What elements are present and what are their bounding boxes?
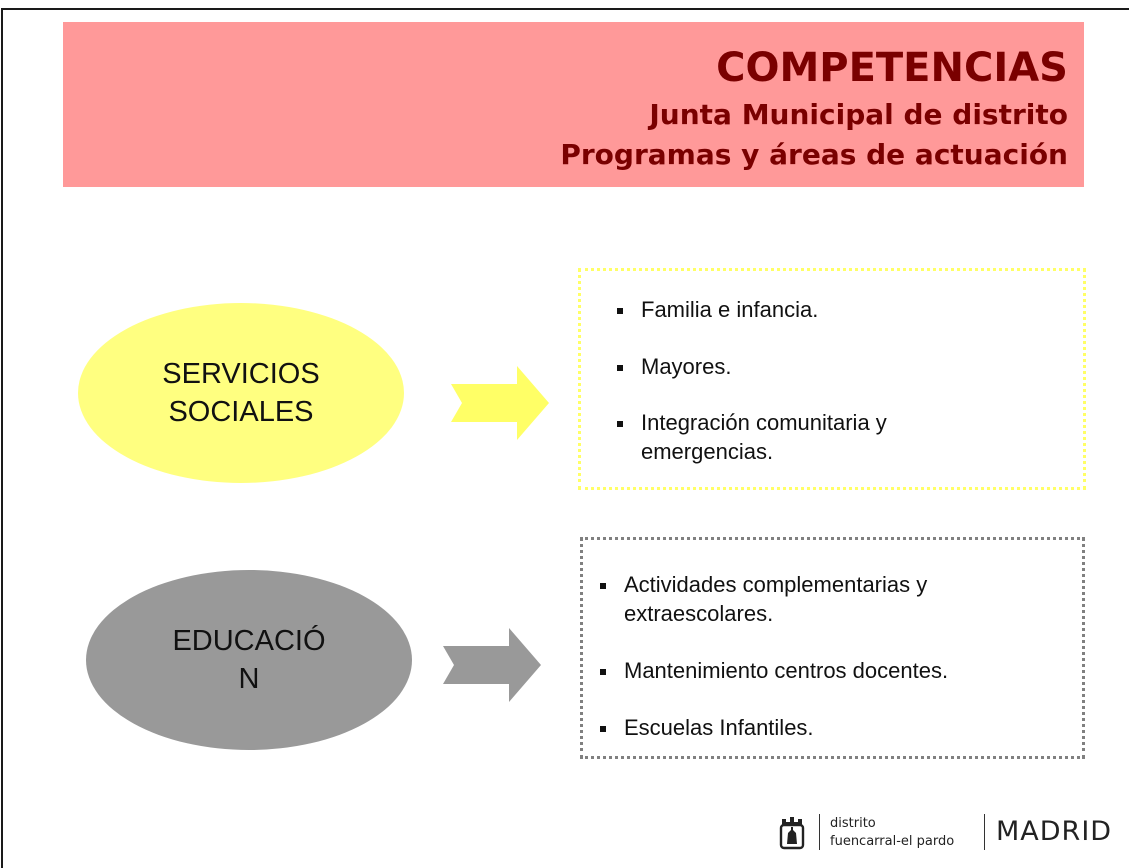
footer-district-name: fuencarral-el pardo	[830, 834, 955, 849]
list-item: Escuelas Infantiles.	[600, 713, 814, 742]
list-item-text: Mayores.	[641, 354, 732, 379]
madrid-crest-icon	[779, 817, 805, 850]
header-band: COMPETENCIAS Junta Municipal de distrito…	[63, 22, 1084, 187]
servicios-sociales-box	[578, 268, 1086, 490]
slide-frame	[1, 8, 1129, 868]
bullet-icon	[617, 421, 623, 427]
list-item: Mayores.	[617, 352, 732, 381]
servicios-sociales-ellipse: SERVICIOS SOCIALES	[78, 303, 404, 483]
list-item: Actividades complementarias y extraescol…	[600, 570, 928, 628]
list-item-text-line2: emergencias.	[641, 439, 774, 464]
slide-title: COMPETENCIAS	[716, 45, 1068, 91]
servicios-sociales-label-line1: SERVICIOS	[162, 358, 320, 390]
footer-city-name: MADRID	[996, 816, 1113, 847]
footer-distrito-label: distrito	[830, 816, 876, 831]
bullet-icon	[600, 583, 606, 589]
list-item: Familia e infancia.	[617, 295, 819, 324]
slide-subtitle-2: Programas y áreas de actuación	[560, 138, 1068, 171]
bullet-icon	[600, 669, 606, 675]
list-item-text-line1: Integración comunitaria y	[641, 410, 887, 435]
educacion-ellipse: EDUCACIÓ N	[86, 570, 412, 750]
list-item: Mantenimiento centros docentes.	[600, 656, 949, 685]
list-item-text: Escuelas Infantiles.	[624, 715, 814, 740]
educacion-label: EDUCACIÓ N	[154, 622, 344, 698]
educacion-label-line1: EDUCACIÓ	[172, 625, 326, 657]
bullet-icon	[600, 726, 606, 732]
list-item-text-line1: Actividades complementarias y	[624, 572, 928, 597]
servicios-sociales-arrow	[451, 366, 549, 440]
educacion-label-line2: N	[238, 663, 260, 695]
list-item-text-line2: extraescolares.	[624, 601, 774, 626]
servicios-sociales-label: SERVICIOS SOCIALES	[146, 355, 336, 431]
servicios-sociales-label-line2: SOCIALES	[168, 396, 314, 428]
footer-separator	[984, 814, 985, 850]
list-item: Integración comunitaria y emergencias.	[617, 408, 887, 466]
educacion-box	[580, 537, 1085, 759]
footer-separator	[819, 814, 820, 850]
footer-logo: distrito fuencarral-el pardo MADRID	[779, 810, 1129, 853]
slide-subtitle-1: Junta Municipal de distrito	[649, 98, 1068, 131]
list-item-text: Familia e infancia.	[641, 297, 819, 322]
bullet-icon	[617, 308, 623, 314]
educacion-arrow	[443, 628, 541, 702]
bullet-icon	[617, 365, 623, 371]
list-item-text: Mantenimiento centros docentes.	[624, 658, 949, 683]
